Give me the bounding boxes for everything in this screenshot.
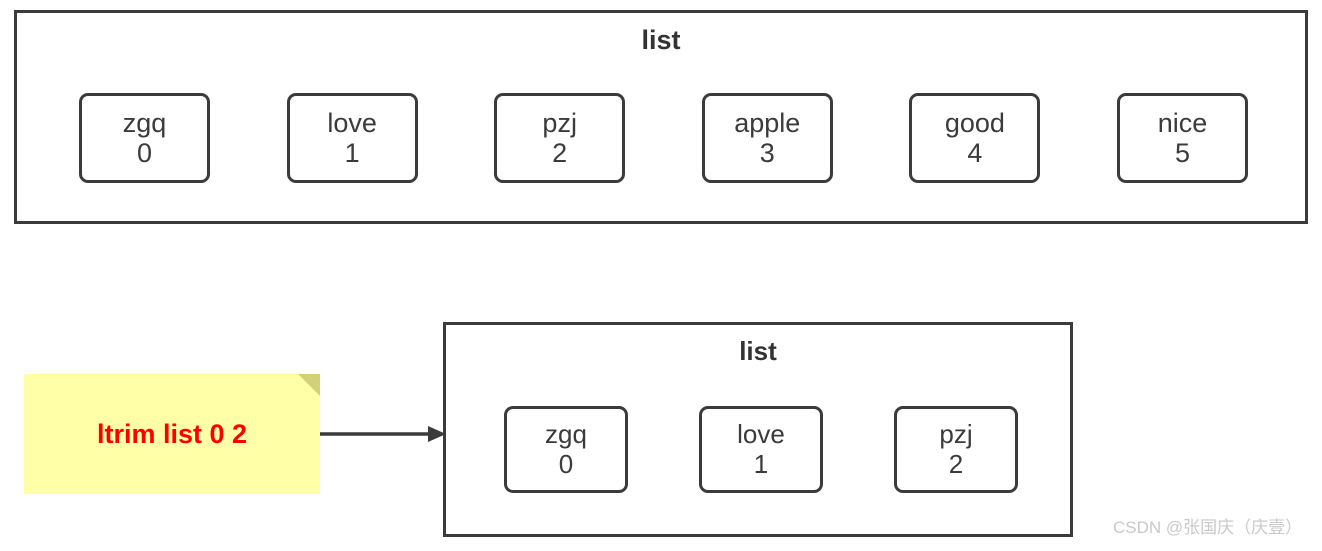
list-item-value: apple [734,107,801,138]
list-item-index: 2 [948,448,964,479]
watermark: CSDN @张国庆（庆壹） [1113,518,1303,537]
list-item: pzj 2 [494,93,626,183]
list-items-before: zgq 0 love 1 pzj 2 apple 3 good 4 nice [79,93,1248,183]
list-item: pzj 2 [894,406,1018,493]
list-item: apple 3 [701,93,833,183]
list-item-value: pzj [939,419,973,450]
list-items-after: zgq 0 love 1 pzj 2 [504,406,1018,493]
list-item-value: love [327,107,377,138]
list-item-index: 4 [967,138,983,168]
arrow-right-icon [320,426,446,442]
list-item-index: 5 [1174,138,1190,168]
command-text: ltrim list 0 2 [96,418,248,449]
list-item: zgq 0 [504,406,628,493]
list-item-index: 0 [558,448,574,479]
command-note: ltrim list 0 2 [24,374,320,494]
list-item-index: 1 [344,138,360,168]
list-title-after: list [739,336,777,366]
list-item-index: 3 [759,138,775,168]
list-item: love 1 [286,93,418,183]
list-item-index: 1 [753,448,769,479]
list-item: love 1 [699,406,823,493]
list-item-index: 2 [552,138,568,168]
list-item-value: good [944,107,1005,138]
list-item-value: love [737,419,785,450]
list-container-after: list zgq 0 love 1 pzj 2 [443,322,1073,537]
note-fold-corner [298,374,320,396]
list-container-before: list zgq 0 love 1 pzj 2 apple 3 good 4 [14,10,1308,224]
list-item: nice 5 [1116,93,1248,183]
list-item: zgq 0 [79,93,210,183]
list-item-value: pzj [542,107,577,138]
list-item-value: zgq [545,419,587,450]
list-item-value: nice [1157,107,1208,138]
list-item-index: 0 [136,138,153,168]
list-item: good 4 [909,93,1041,183]
list-title-before: list [641,25,681,55]
list-item-value: zgq [122,107,167,138]
